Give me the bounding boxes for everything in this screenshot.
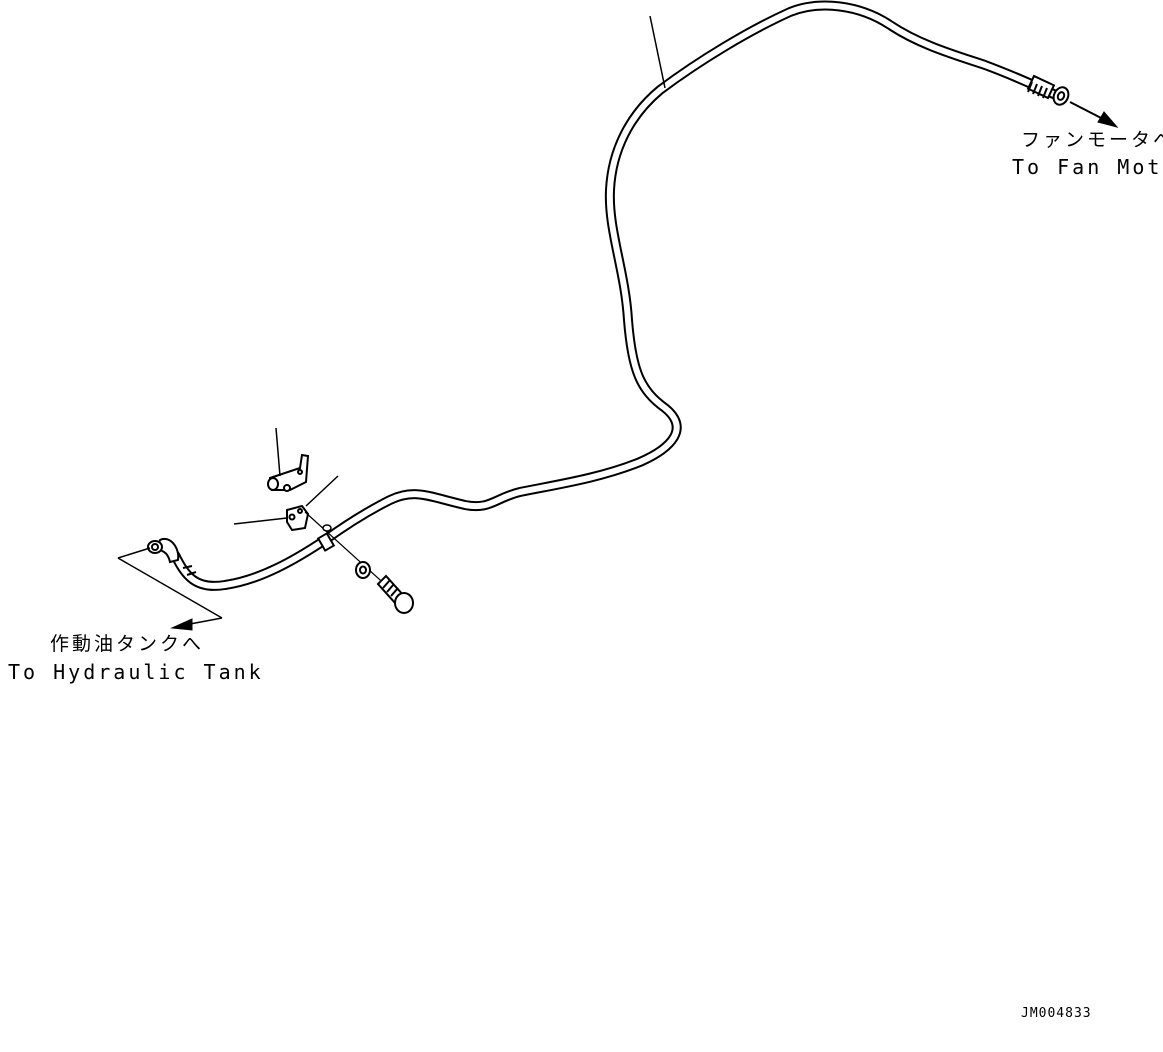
fan-motor-arrow — [1069, 101, 1119, 128]
bolt — [376, 574, 414, 614]
bracket — [267, 453, 310, 492]
fan-motor-label-en: To Fan Motor — [1012, 155, 1163, 179]
hydraulic-tank-label-en: To Hydraulic Tank — [8, 660, 264, 684]
nut — [322, 524, 332, 532]
fan-motor-fitting — [1026, 74, 1070, 106]
drawing-id: JM004833 — [1021, 1006, 1092, 1021]
leader-line-clamp-b — [305, 475, 339, 507]
fan-motor-label-jp: ファンモータへ — [1021, 129, 1163, 151]
washer — [355, 561, 371, 579]
hydraulic-tank-label-jp: 作動油タンクへ — [50, 633, 205, 655]
hose-outline — [170, 0, 1063, 591]
hydraulic-tank-arrow — [117, 547, 223, 631]
hydraulic-tank-fitting — [147, 537, 197, 576]
clamp — [286, 504, 310, 532]
hydraulic-hose — [170, 0, 1063, 591]
hose-fill — [172, 2, 1061, 589]
hose-clamp-band — [316, 532, 336, 552]
leader-line-bracket — [275, 427, 281, 477]
leader-line-clamp-a — [233, 517, 288, 525]
leader-line-hose — [649, 15, 666, 89]
